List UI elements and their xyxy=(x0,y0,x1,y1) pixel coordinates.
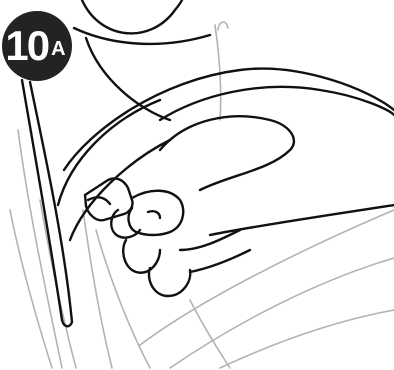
step-suffix: A xyxy=(51,39,65,59)
step-badge: 10 A xyxy=(2,11,72,81)
background-gray-lines xyxy=(10,22,394,368)
step-number: 10 xyxy=(5,25,48,67)
